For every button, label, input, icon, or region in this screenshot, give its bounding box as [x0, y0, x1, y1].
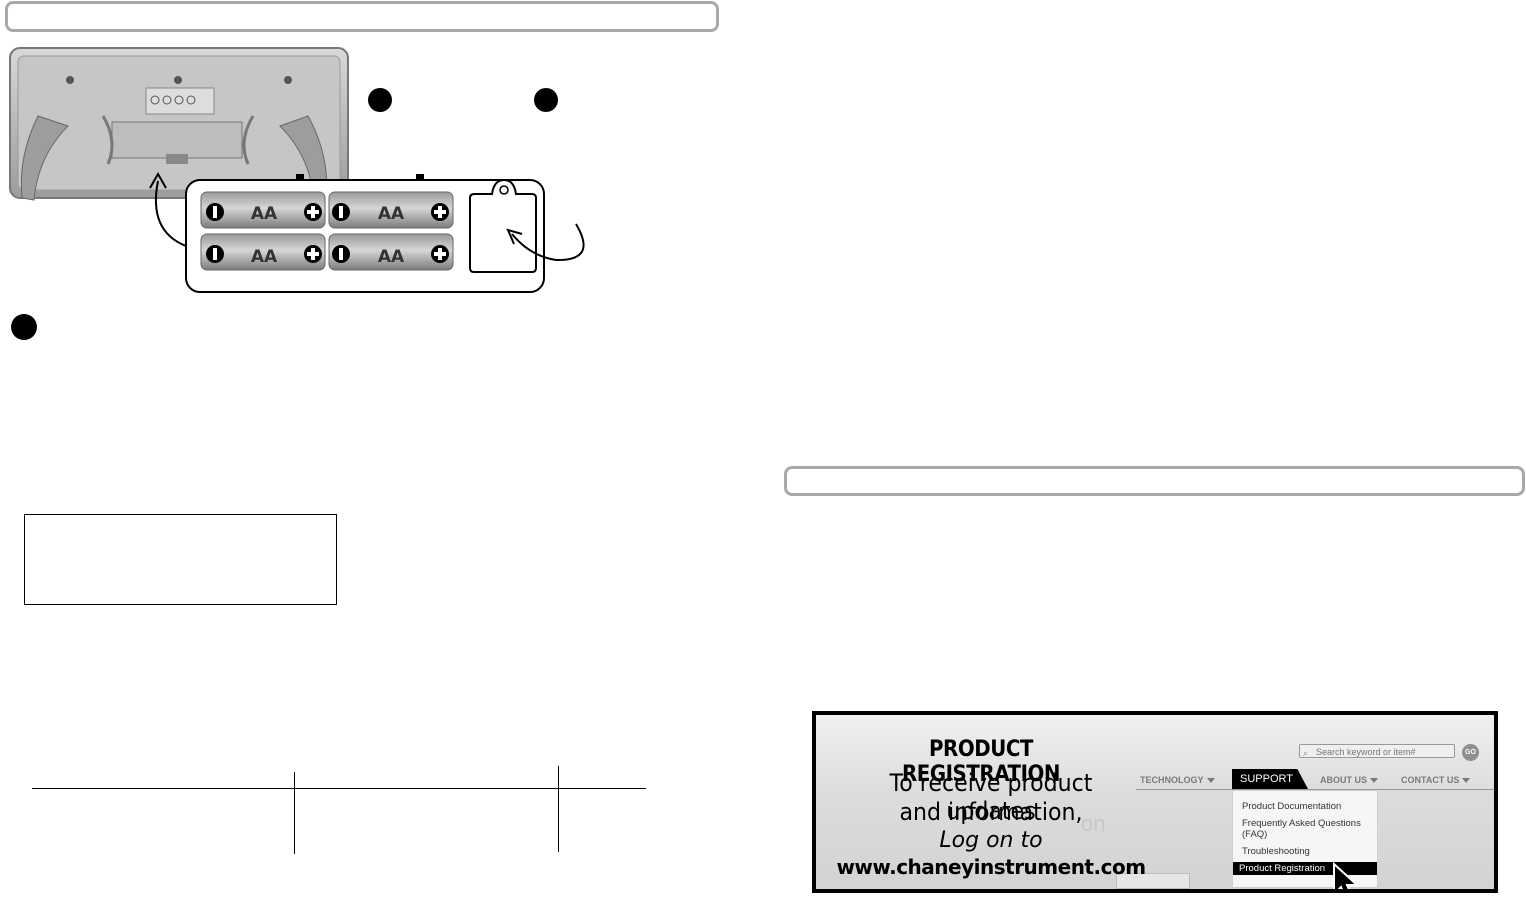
registration-url[interactable]: www.chaneyinstrument.com	[836, 855, 1146, 879]
nav-contact[interactable]: CONTACT US	[1401, 775, 1471, 785]
registration-line-3: Log on to	[939, 828, 1043, 853]
menu-item-product-documentation[interactable]: Product Documentation	[1242, 801, 1342, 812]
background-heading-fragment: on	[1081, 811, 1106, 836]
nav-technology-label: TECHNOLOGY	[1140, 775, 1204, 785]
section-header-bar-right	[784, 466, 1525, 496]
site-search-input[interactable]: ⌕ Search keyword or item#	[1299, 744, 1455, 758]
background-input	[1116, 873, 1190, 889]
go-button[interactable]: GO	[1462, 744, 1479, 761]
step-marker-2	[368, 88, 392, 112]
battery-door	[469, 178, 537, 273]
table-divider-2	[558, 766, 559, 852]
svg-text:AA: AA	[378, 247, 405, 267]
search-icon: ⌕	[1303, 748, 1309, 758]
table-rule	[32, 788, 646, 789]
svg-text:AA: AA	[251, 204, 278, 224]
battery-4: AA	[328, 233, 454, 271]
svg-text:AA: AA	[378, 204, 405, 224]
nav-technology[interactable]: TECHNOLOGY	[1140, 775, 1215, 785]
device-back	[9, 47, 349, 201]
nav-about[interactable]: ABOUT US	[1320, 775, 1378, 785]
step-marker-3	[534, 88, 558, 112]
battery-1: AA	[200, 191, 326, 229]
nav-divider	[1136, 789, 1494, 790]
chevron-down-icon	[1462, 778, 1471, 784]
battery-2: AA	[328, 191, 454, 229]
product-registration-banner: on PRODUCT REGISTRATION To receive produ…	[812, 711, 1498, 893]
step-marker-1	[11, 314, 37, 340]
chevron-down-icon	[1370, 778, 1378, 784]
nav-about-label: ABOUT US	[1320, 775, 1367, 785]
note-box	[24, 514, 337, 605]
battery-installation-illustration: AA AA AA AA	[9, 47, 585, 293]
nav-support[interactable]: SUPPORT	[1232, 769, 1308, 789]
close-arrow	[511, 223, 585, 262]
table-divider-1	[294, 772, 295, 854]
registration-line-2: and information,	[899, 798, 1083, 826]
nav-contact-label: CONTACT US	[1401, 775, 1460, 785]
battery-3: AA	[200, 233, 326, 271]
registration-line-1: To receive product updates	[889, 769, 1093, 825]
open-arrow	[154, 180, 187, 247]
menu-item-faq[interactable]: Frequently Asked Questions (FAQ)	[1242, 818, 1361, 840]
search-placeholder: Search keyword or item#	[1316, 747, 1416, 757]
mouse-cursor-icon	[1333, 862, 1360, 889]
section-header-bar-left	[5, 1, 719, 32]
menu-item-troubleshooting[interactable]: Troubleshooting	[1242, 846, 1310, 857]
svg-text:AA: AA	[251, 247, 278, 267]
support-dropdown-menu: Product Documentation Frequently Asked Q…	[1232, 790, 1378, 888]
registration-title: PRODUCT REGISTRATION	[901, 737, 1061, 787]
chevron-down-icon	[1206, 778, 1215, 784]
